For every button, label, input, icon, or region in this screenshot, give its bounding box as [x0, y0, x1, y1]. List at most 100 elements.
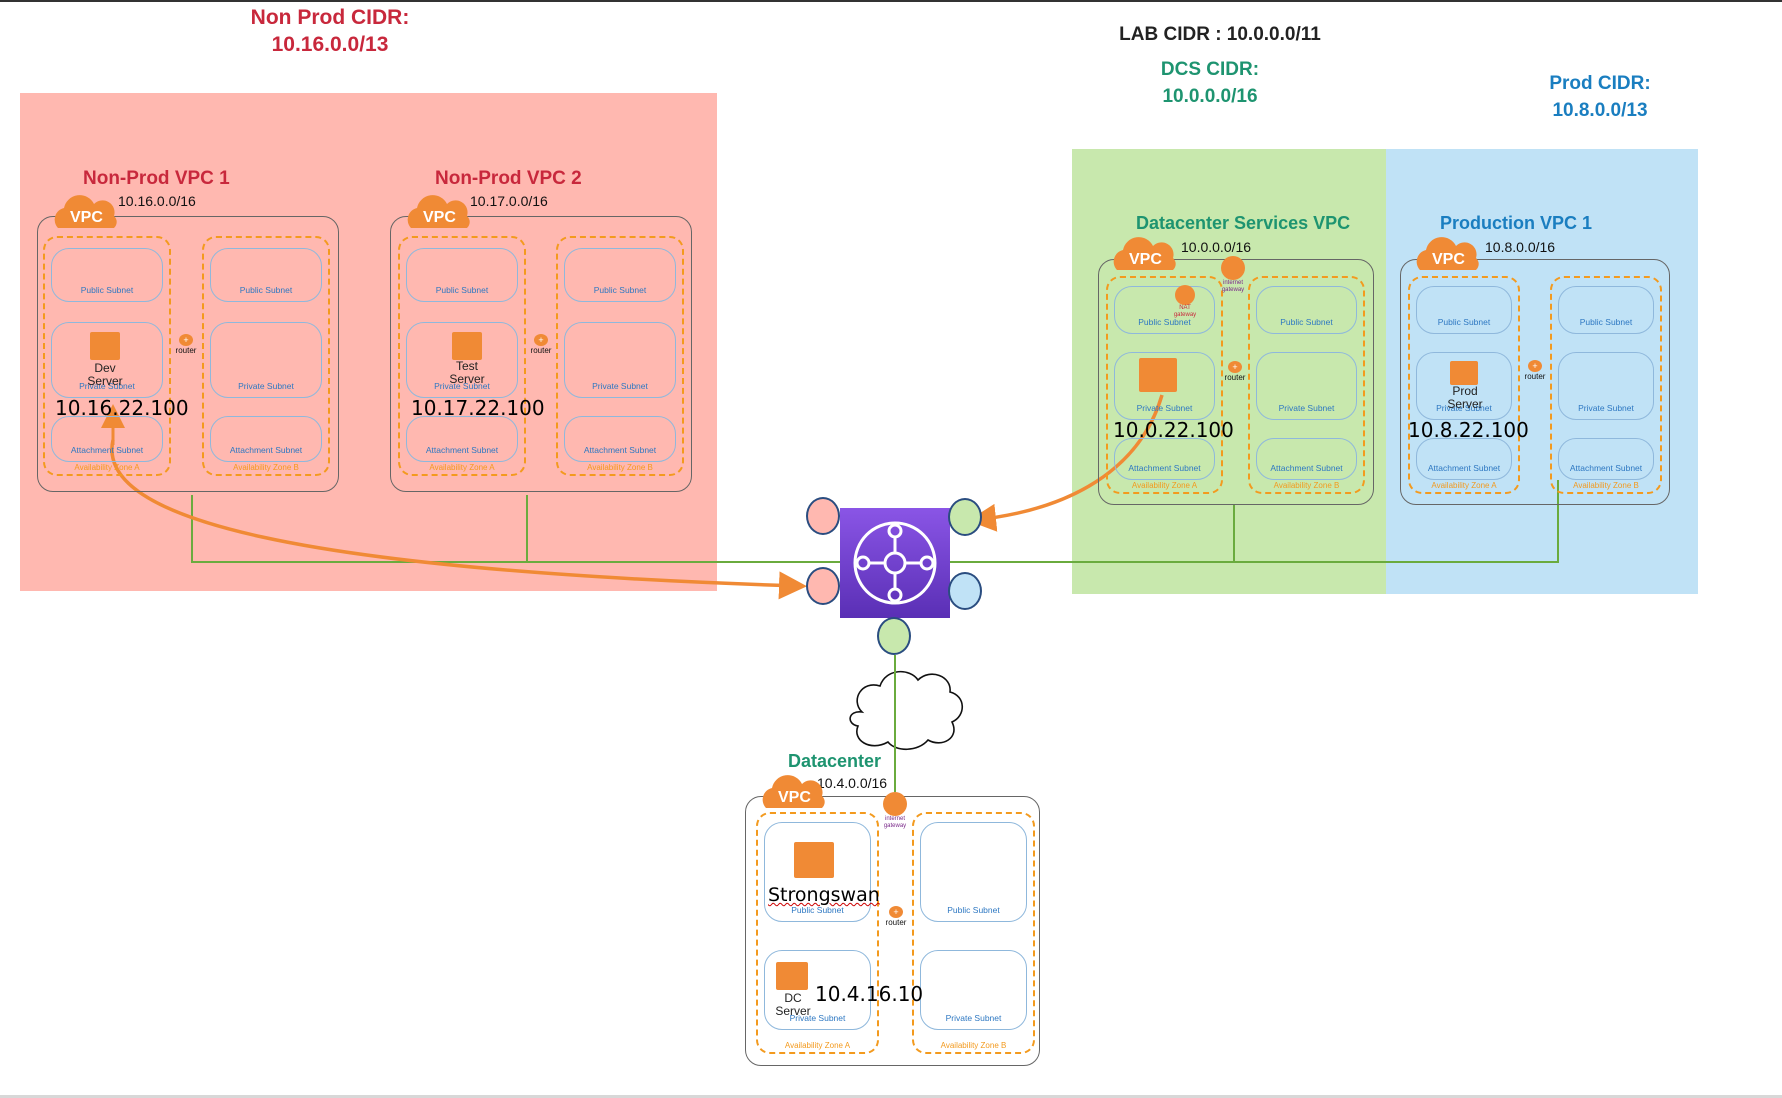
subnet-label: Public Subnet: [435, 285, 489, 295]
vpc-title: Non-Prod VPC 1: [83, 168, 230, 189]
subnet: Public Subnet: [406, 248, 518, 302]
subnet: Private Subnet: [406, 322, 518, 398]
availability-zone-label: Availability Zone A: [784, 1041, 851, 1050]
availability-zone: Availability Zone A Public Subnet Privat…: [1408, 276, 1520, 494]
subnet-label: Private Subnet: [1578, 403, 1634, 413]
router-icon: +router: [1224, 361, 1246, 382]
dc-server-icon[interactable]: [776, 962, 808, 990]
flow-arrow-dcs-server-arrow: [968, 394, 1164, 532]
availability-zone: Availability Zone A Public Subnet Privat…: [43, 236, 171, 476]
vpc-cidr: 10.17.0.0/16: [470, 193, 548, 209]
subnet-label: Attachment Subnet: [1270, 463, 1343, 473]
vpc-cidr: 10.4.0.0/16: [817, 775, 888, 791]
vpc-boundary: [37, 216, 339, 492]
subnet: Public Subnet: [764, 822, 871, 922]
subnet: Private Subnet: [920, 950, 1027, 1030]
test-server-icon[interactable]: [452, 332, 482, 360]
subnet-label: Private Subnet: [1278, 403, 1335, 413]
vpc-badge-text: VPC: [778, 789, 811, 806]
subnet: Attachment Subnet: [406, 416, 518, 462]
prod-attachment-line: [1234, 480, 1559, 563]
transit-gateway-icon: [853, 521, 937, 605]
nat-gateway-icon: NAT gateway: [1170, 285, 1200, 319]
subnet: Attachment Subnet: [564, 416, 676, 462]
subnet-label: Private Subnet: [789, 1013, 846, 1023]
router-icon: +router: [885, 906, 907, 927]
vpc-boundary: [390, 216, 692, 492]
subnet-label: Attachment Subnet: [1427, 463, 1501, 473]
dcs-server-icon[interactable]: [1139, 358, 1177, 392]
router-icon: +router: [175, 334, 197, 355]
nonprod-cidr-label: Non Prod CIDR: 10.16.0.0/13: [250, 6, 410, 56]
flow-arrow-dev-to-tgw: [110, 439, 807, 600]
cloud-icon: [849, 670, 964, 751]
subnet: Attachment Subnet: [51, 416, 163, 462]
internet-gateway-icon: internet gateway: [880, 792, 910, 830]
subnet: Public Subnet: [1256, 286, 1357, 334]
dc-server-label: DC Server: [775, 991, 811, 1018]
vpc-cidr: 10.8.0.0/16: [1485, 239, 1556, 255]
availability-zone-label: Availability Zone A: [429, 463, 495, 472]
prod-server-ip: 10.8.22.100: [1408, 418, 1529, 442]
availability-zone-label: Availability Zone B: [940, 1041, 1007, 1050]
tgw-attachment-prod[interactable]: [948, 572, 982, 610]
lab-cidr-label: LAB CIDR : 10.0.0.0/11: [1119, 24, 1321, 45]
availability-zone: Availability Zone B Public Subnet Privat…: [912, 812, 1035, 1054]
subnet: Private Subnet: [1416, 352, 1512, 420]
subnet-label: Private Subnet: [79, 381, 135, 391]
subnet-label: Private Subnet: [592, 381, 648, 391]
subnet: Private Subnet: [210, 322, 322, 398]
tgw-attachment-nonprod2[interactable]: [806, 567, 840, 605]
subnet-label: Public Subnet: [1437, 317, 1491, 327]
dcs-region-left: [1072, 149, 1386, 594]
strongswan-server-icon[interactable]: [794, 842, 834, 878]
transit-gateway[interactable]: [840, 508, 950, 618]
availability-zone-label: Availability Zone B: [1573, 481, 1639, 490]
tgw-attachment-datacenter[interactable]: [877, 617, 911, 655]
nonprod2-attachment-line: [526, 495, 840, 563]
subnet: Attachment Subnet: [1558, 438, 1654, 480]
subnet: Public Subnet: [1558, 286, 1654, 334]
subnet-label: Public Subnet: [791, 905, 844, 915]
subnet: Public Subnet: [1114, 286, 1215, 334]
subnet-label: Private Subnet: [434, 381, 490, 391]
dcs-server-ip: 10.0.22.100: [1113, 418, 1234, 442]
vpc-title: Datacenter Services VPC: [1136, 213, 1351, 233]
subnet-label: Attachment Subnet: [425, 445, 499, 455]
subnet-label: Private Subnet: [1136, 403, 1193, 413]
vpc-title: Non-Prod VPC 2: [435, 168, 582, 189]
vpc-badge-text: VPC: [1432, 251, 1465, 268]
subnet: Private Subnet: [564, 322, 676, 398]
subnet: Private Subnet: [1558, 352, 1654, 420]
subnet: Attachment Subnet: [1114, 438, 1215, 480]
top-border: [0, 0, 1782, 2]
vpc-title: Production VPC 1: [1440, 213, 1593, 233]
availability-zone: Availability Zone A Public Subnet Privat…: [1106, 276, 1223, 494]
subnet: Public Subnet: [210, 248, 322, 302]
prod-server-icon[interactable]: [1450, 361, 1478, 385]
subnet: Attachment Subnet: [210, 416, 322, 462]
subnet-label: Public Subnet: [239, 285, 293, 295]
strongswan-label: Strongswan: [768, 884, 880, 906]
availability-zone: Availability Zone A Public Subnet Privat…: [398, 236, 526, 476]
subnet-label: Public Subnet: [947, 905, 1000, 915]
subnet-label: Public Subnet: [593, 285, 647, 295]
vpc-boundary: [1400, 259, 1670, 505]
subnet-label: Private Subnet: [945, 1013, 1002, 1023]
availability-zone: Availability Zone B Public Subnet Privat…: [202, 236, 330, 476]
subnet-label: Attachment Subnet: [583, 445, 657, 455]
tgw-attachment-dcs[interactable]: [948, 498, 982, 536]
subnet: Private Subnet: [764, 950, 871, 1030]
vpc-badge-text: VPC: [423, 209, 456, 226]
availability-zone-label: Availability Zone B: [587, 463, 653, 472]
availability-zone-label: Availability Zone B: [1273, 481, 1340, 490]
prod-cidr-label: Prod CIDR: 10.8.0.0/13: [1549, 73, 1651, 121]
subnet: Public Subnet: [1416, 286, 1512, 334]
subnet-label: Public Subnet: [80, 285, 134, 295]
dev-server-icon[interactable]: [90, 332, 120, 360]
subnet: Private Subnet: [51, 322, 163, 398]
dcs-attachment-line: [950, 505, 1235, 563]
subnet-label: Private Subnet: [238, 381, 294, 391]
tgw-attachment-nonprod1[interactable]: [806, 497, 840, 535]
bottom-border: [0, 1095, 1782, 1098]
